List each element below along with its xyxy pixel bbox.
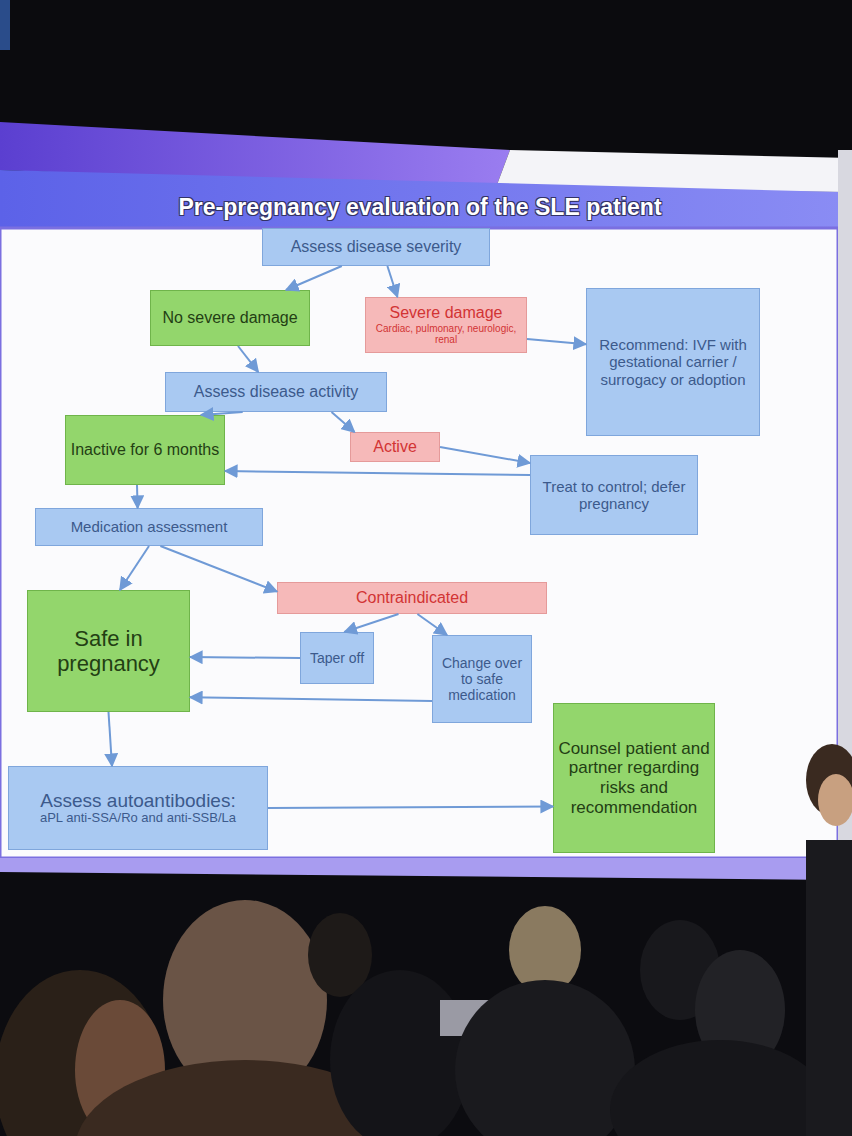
flow-box: Severe damageCardiac, pulmonary, neurolo… [365,297,527,353]
flow-arrow [387,266,397,297]
box-label: No severe damage [162,309,297,327]
box-label: Active [373,438,417,456]
flow-box: Change over to safe medication [432,635,532,723]
audience-body [330,970,470,1136]
flow-box: Medication assessment [35,508,263,546]
flow-box: Taper off [300,632,374,684]
box-label: Inactive for 6 months [71,441,220,459]
flow-box: Counsel patient and partner regarding ri… [553,703,715,853]
box-label: Counsel patient and partner regarding ri… [558,739,710,817]
box-label: Recommend: IVF with gestational carrier … [591,336,755,388]
box-label: Severe damage [390,304,503,322]
slide-title: Pre-pregnancy evaluation of the SLE pati… [40,194,800,221]
audience-body [455,980,635,1136]
box-subtext: Cardiac, pulmonary, neurologic, renal [370,323,522,346]
slide-frame [0,228,838,858]
presenter-face [818,774,852,826]
box-label: Assess disease severity [291,238,462,256]
flow-box: Assess disease severity [262,228,490,266]
flow-arrow [201,412,243,415]
box-label: Treat to control; defer pregnancy [535,478,693,513]
flow-arrow [160,546,277,592]
box-subtext: aPL anti-SSA/Ro and anti-SSB/La [40,811,236,826]
flow-box: Safe in pregnancy [27,590,190,712]
box-label: Assess autoantibodies: [40,790,235,812]
flow-arrow [190,697,432,701]
flow-arrow [190,656,300,659]
flow-box: Inactive for 6 months [65,415,225,485]
flow-arrow [109,712,113,766]
box-label: Medication assessment [71,518,228,535]
flow-box: Assess autoantibodies:aPL anti-SSA/Ro an… [8,766,268,850]
slide-body [0,228,838,858]
flow-box: Recommend: IVF with gestational carrier … [586,288,760,436]
flow-box: Treat to control; defer pregnancy [530,455,698,535]
flow-arrow [120,546,149,590]
flow-arrow [268,807,553,809]
flow-arrow [417,614,447,635]
flow-box: Contraindicated [277,582,547,614]
box-label: Contraindicated [356,589,468,607]
flow-arrow [332,412,355,432]
flow-box: Active [350,432,440,462]
flow-arrow [238,346,258,372]
slide-footer-band [0,858,838,880]
flow-arrow [136,485,139,508]
screen-edge [0,0,10,50]
box-label: Taper off [310,650,364,666]
box-label: Safe in pregnancy [32,626,185,677]
box-label: Change over to safe medication [437,655,527,703]
audience-body [610,1040,830,1136]
flow-arrow [527,339,586,344]
flow-arrow [440,447,530,463]
flow-box: No severe damage [150,290,310,346]
flow-arrow [344,614,398,632]
flow-arrow [225,471,530,475]
flow-arrow [286,266,342,290]
flow-box: Assess disease activity [165,372,387,412]
box-label: Assess disease activity [194,383,359,401]
presenter-body [806,840,852,1136]
